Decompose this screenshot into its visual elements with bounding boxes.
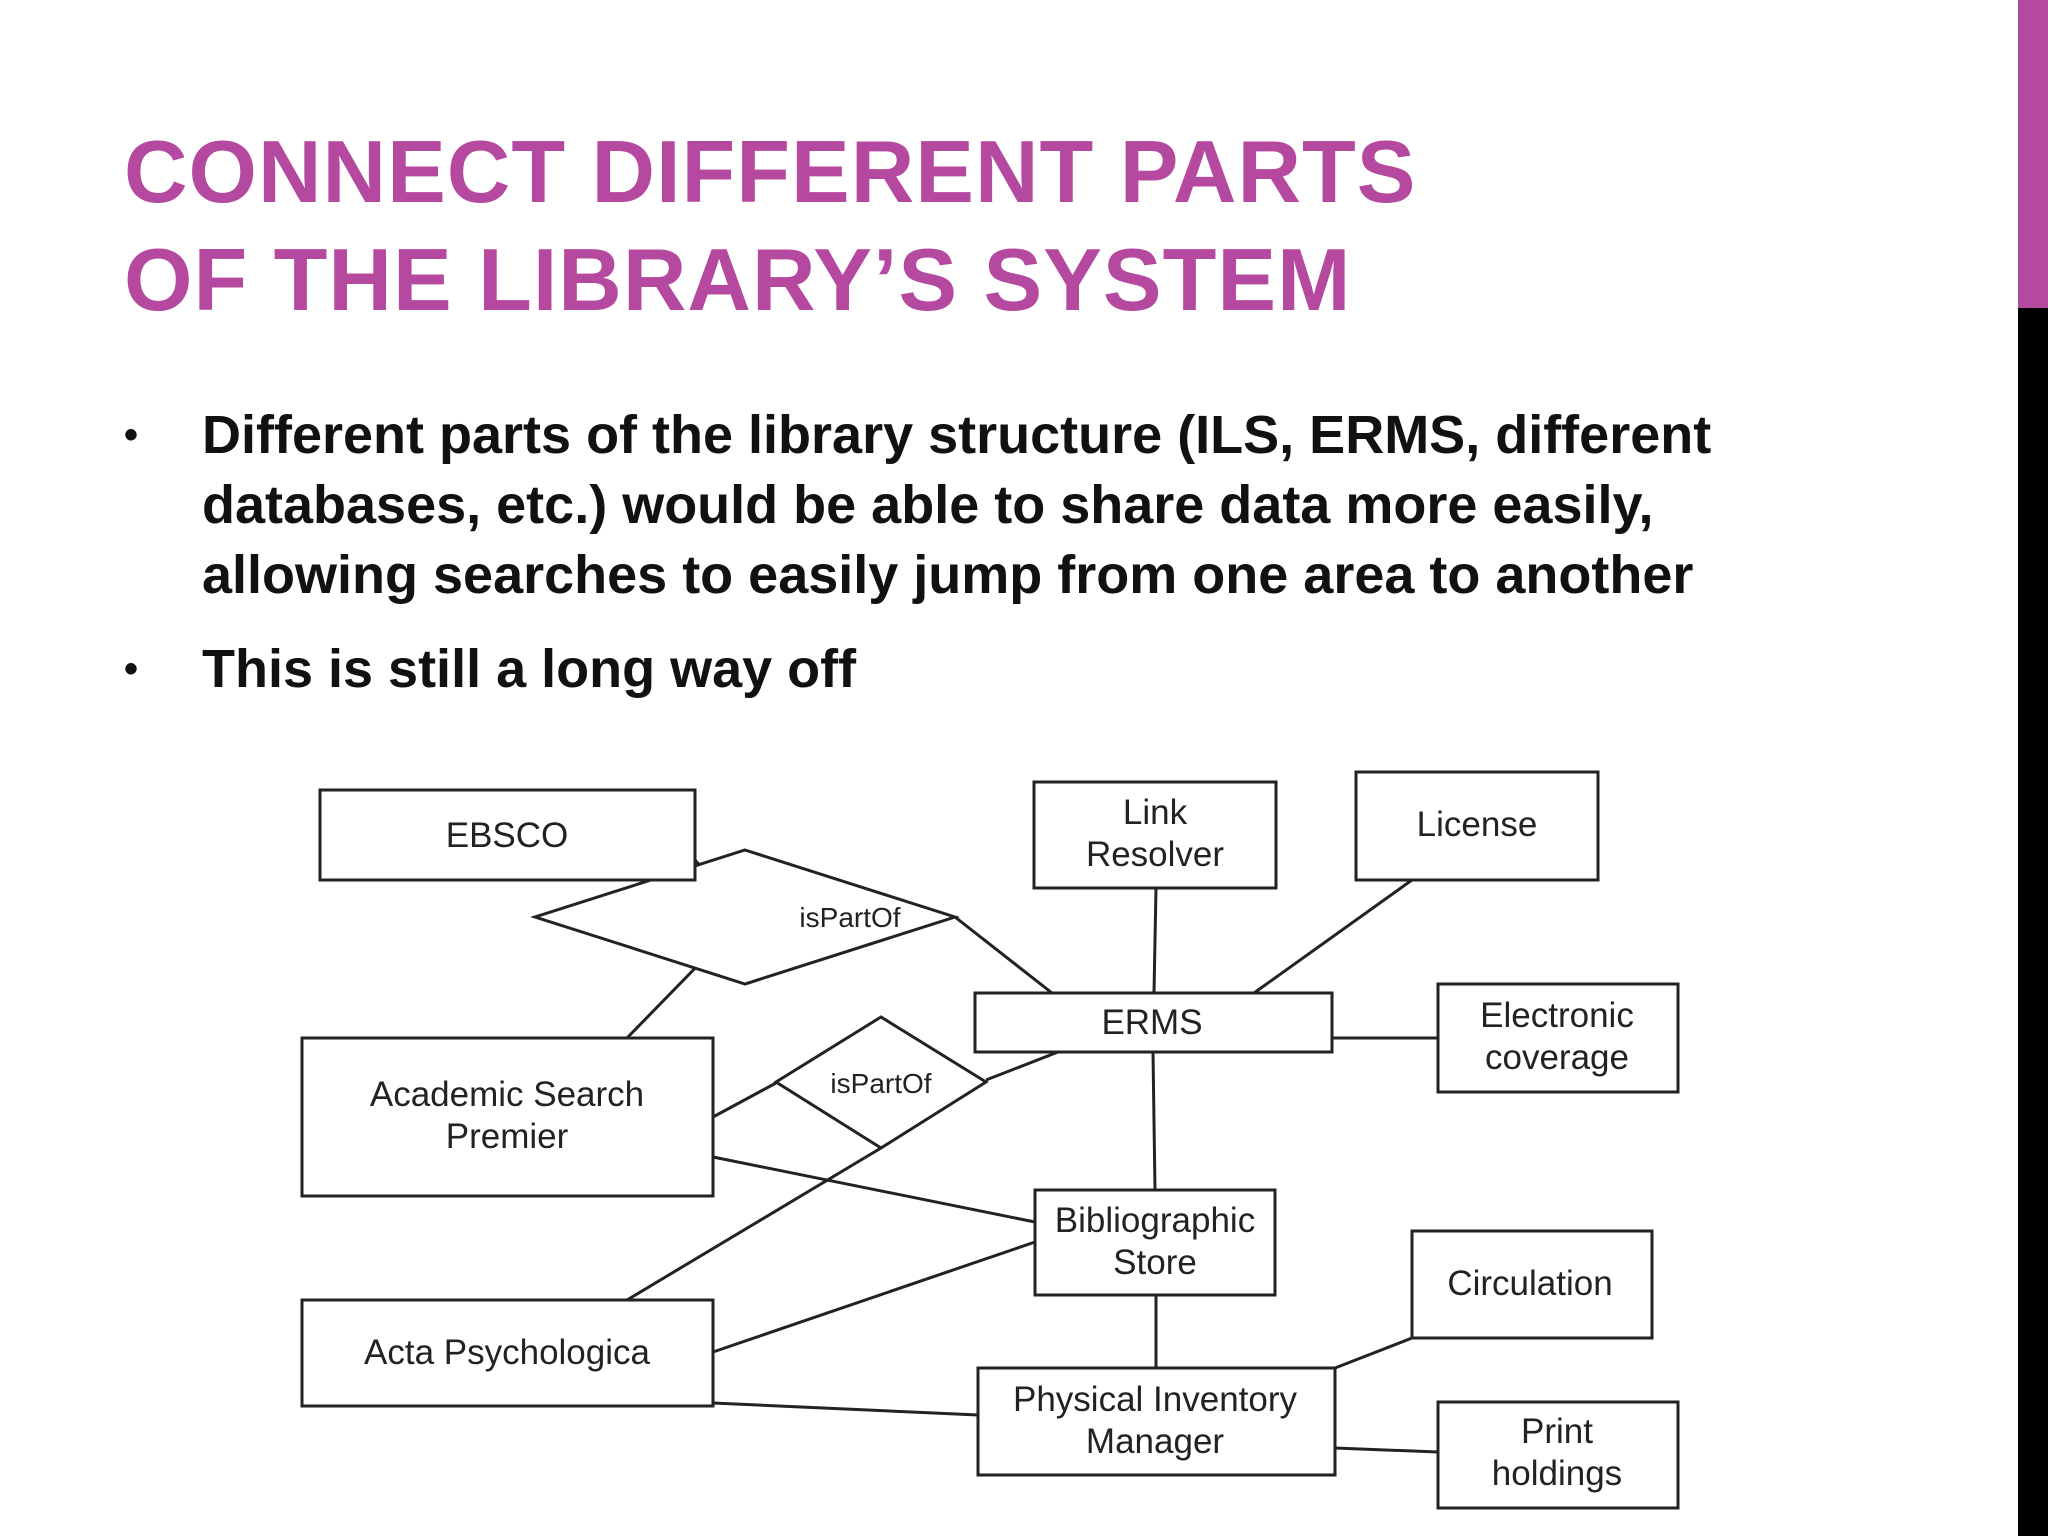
entity-box — [1436, 982, 1680, 1094]
entity-electronic-coverage: Electronic coverage — [1436, 982, 1680, 1094]
entity-label: EBSCO — [446, 816, 569, 855]
bullet-text: Different parts of the library structure… — [202, 405, 1712, 605]
entity-academic-search-premier: Academic Search Premier — [300, 1036, 715, 1198]
entity-box — [1032, 780, 1278, 890]
entity-license: License — [1354, 770, 1600, 882]
entity-label: holdings — [1492, 1454, 1622, 1493]
entity-label: Link — [1123, 793, 1188, 832]
connector-line — [712, 1155, 1036, 1224]
entity-box — [973, 991, 1334, 1054]
entity-label: Manager — [1086, 1422, 1224, 1461]
entity-box — [1410, 1229, 1654, 1340]
relationship-label: isPartOf — [830, 1068, 931, 1099]
entity-label: Acta Psychologica — [364, 1333, 651, 1372]
connector-line — [1253, 878, 1413, 995]
entity-ebsco: EBSCO — [318, 788, 697, 882]
entity-box — [318, 788, 697, 882]
bullet-dot-icon: • — [124, 647, 139, 691]
accent-bar — [2018, 0, 2048, 308]
entity-link-resolver: Link Resolver — [1032, 780, 1278, 890]
connector-line — [985, 1050, 1059, 1082]
title-line-1: Connect different parts — [124, 122, 1417, 221]
entity-label: Store — [1113, 1243, 1197, 1282]
bullet-item: • Different parts of the library structu… — [124, 400, 1884, 610]
entity-box — [1033, 1188, 1277, 1297]
connector-line — [1334, 1336, 1413, 1370]
connector-line — [712, 1240, 1036, 1354]
connector-line — [1152, 887, 1158, 994]
entity-bibliographic-store: Bibliographic Store — [1033, 1188, 1277, 1297]
entity-label: Circulation — [1447, 1264, 1612, 1303]
relationship-ispartof-1: isPartOf — [530, 848, 960, 986]
bullet-item: • This is still a long way off — [124, 634, 1884, 704]
entity-erms: ERMS — [973, 991, 1334, 1054]
entity-box — [300, 1298, 715, 1408]
entity-box — [1436, 1400, 1680, 1510]
slide-title: Connect different parts of the library’s… — [124, 118, 1824, 334]
entity-label: Bibliographic — [1055, 1201, 1255, 1240]
entity-print-holdings: Print holdings — [1436, 1400, 1680, 1510]
entity-box — [300, 1036, 715, 1198]
relationship-diamond — [530, 848, 960, 986]
connector-line — [626, 1146, 882, 1302]
bullet-text: This is still a long way off — [202, 639, 857, 699]
connector-line — [712, 1401, 979, 1417]
entity-physical-inventory-manager: Physical Inventory Manager — [976, 1366, 1337, 1477]
entity-label: ERMS — [1101, 1003, 1202, 1042]
entity-label: coverage — [1485, 1038, 1629, 1077]
relationship-label: isPartOf — [799, 902, 900, 933]
connector-line — [1151, 1051, 1157, 1191]
bullet-list: • Different parts of the library structu… — [124, 400, 1884, 728]
entity-label: License — [1417, 805, 1538, 844]
entity-circulation: Circulation — [1410, 1229, 1654, 1340]
entity-label: Print — [1521, 1412, 1593, 1451]
connector-line — [954, 915, 1053, 995]
entity-label: Academic Search — [370, 1075, 644, 1114]
side-bar — [2018, 308, 2048, 1536]
connector-line — [712, 1081, 777, 1119]
entity-label: Premier — [446, 1117, 569, 1156]
entity-box — [1354, 770, 1600, 882]
entity-label: Resolver — [1086, 835, 1224, 874]
entity-box — [976, 1366, 1337, 1477]
entity-label: Electronic — [1480, 996, 1634, 1035]
connector-line — [1334, 1446, 1439, 1454]
relationship-ispartof-2: isPartOf — [773, 1015, 989, 1150]
relationship-diamond — [773, 1015, 989, 1150]
bullet-dot-icon: • — [124, 413, 139, 457]
entity-label: Physical Inventory — [1013, 1380, 1298, 1419]
title-line-2: of the library’s system — [124, 230, 1352, 329]
entity-acta-psychologica: Acta Psychologica — [300, 1298, 715, 1408]
